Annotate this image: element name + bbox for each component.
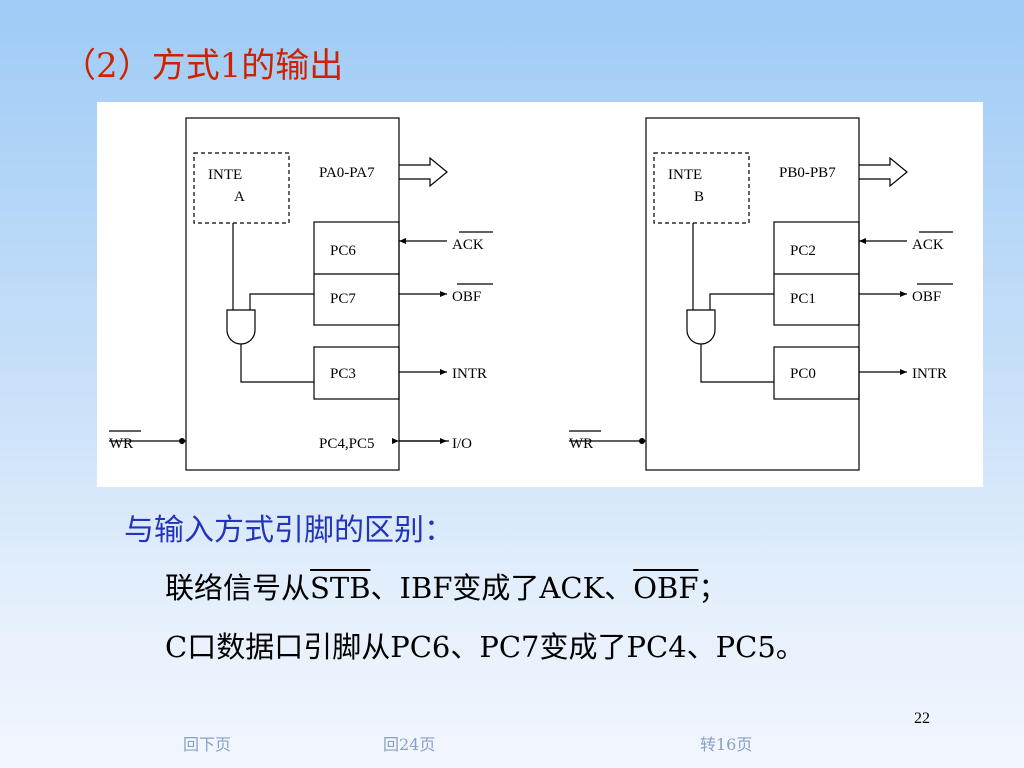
port-a-labels: INTE A PA0-PA7 PC6 PC7 PC3 PC4,PC5 ACK O…: [109, 165, 487, 452]
line1-part-e: ；: [698, 571, 728, 605]
inte-b-box: [653, 152, 750, 224]
pc3-box: [313, 346, 400, 400]
pb-bus-label: PB0-PB7: [779, 165, 836, 181]
nav-prev-page-link[interactable]: 回下页: [183, 735, 232, 754]
intr-a-label: INTR: [452, 366, 487, 382]
obf-signal: OBF: [633, 571, 699, 605]
inte-a-label-1: INTE: [208, 167, 242, 183]
pc0-label: PC0: [790, 366, 816, 382]
inte-b-label-1: INTE: [668, 167, 702, 183]
inte-a-label-2: A: [234, 189, 245, 205]
wr-b-label: WR: [569, 436, 593, 452]
and-gate-a: [226, 309, 256, 345]
ack-b-label: ACK: [912, 237, 944, 253]
obf-a-label: OBF: [452, 289, 481, 305]
nav-goto-16-link[interactable]: 转16页: [700, 735, 753, 754]
line1-part-c: 、IBF变成了ACK、: [370, 571, 634, 605]
pc3-label: PC3: [330, 366, 356, 382]
inte-b-label-2: B: [694, 189, 704, 205]
port-b-labels: INTE B PB0-PB7 PC2 PC1 PC0 ACK OBF INTR …: [569, 165, 947, 452]
pa-bus-label: PA0-PA7: [319, 165, 375, 181]
page-number: 22: [914, 710, 930, 727]
wr-a-label: WR: [109, 436, 133, 452]
port-a-diagram: [109, 117, 493, 471]
and-gate-b: [686, 309, 716, 345]
pc2-label: PC2: [790, 243, 816, 259]
slide-title: （2）方式1的输出: [62, 46, 344, 86]
io-label: I/O: [452, 436, 472, 452]
pc7-label: PC7: [330, 291, 356, 307]
nav-back-24-link[interactable]: 回24页: [383, 735, 436, 754]
port-b-diagram: [569, 117, 953, 471]
ack-a-label: ACK: [452, 237, 484, 253]
pa-bus-arrow: [399, 156, 448, 188]
difference-line-2: C口数据口引脚从PC6、PC7变成了PC4、PC5。: [165, 630, 805, 664]
difference-line-1: 联络信号从STB、IBF变成了ACK、OBF；: [165, 565, 727, 607]
pb-bus-arrow: [859, 156, 908, 188]
pc1-label: PC1: [790, 291, 816, 307]
pc4-pc5-label: PC4,PC5: [319, 436, 374, 452]
obf-b-label: OBF: [912, 289, 941, 305]
pc0-box: [773, 346, 860, 400]
mode1-output-diagram: INTE A PA0-PA7 PC6 PC7 PC3 PC4,PC5 ACK O…: [97, 102, 983, 487]
intr-b-label: INTR: [912, 366, 947, 382]
inte-a-box: [193, 152, 290, 224]
line1-part-a: 联络信号从: [165, 571, 311, 605]
pc6-label: PC6: [330, 243, 356, 259]
stb-signal: STB: [310, 571, 371, 605]
difference-heading: 与输入方式引脚的区别：: [124, 513, 454, 548]
